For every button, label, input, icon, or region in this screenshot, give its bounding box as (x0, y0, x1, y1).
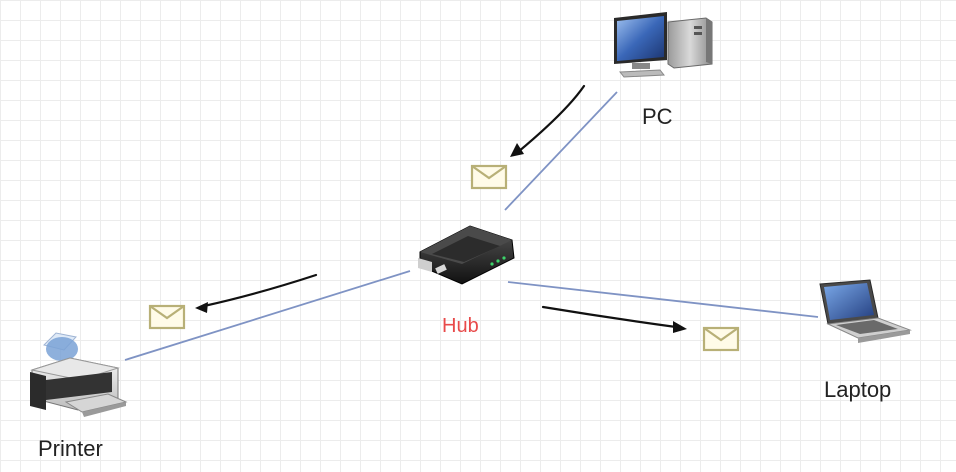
envelope-icon (702, 326, 740, 352)
envelope-icon (148, 304, 186, 330)
laptop-label: Laptop (824, 377, 892, 402)
arrow-pc-to-hub (510, 84, 586, 157)
printer-label: Printer (38, 436, 103, 461)
connection-lines (124, 91, 819, 361)
arrow-hub-to-printer (195, 273, 318, 313)
inkjet-printer-icon[interactable] (30, 332, 128, 417)
connection-hub-laptop (507, 281, 819, 318)
desktop-computer-icon[interactable] (614, 12, 713, 78)
direction-arrows (195, 84, 687, 333)
pc-label: PC (642, 104, 673, 129)
envelope-icon (470, 164, 508, 190)
hub-label: Hub (442, 315, 479, 337)
message-envelopes (148, 164, 740, 352)
connection-hub-printer (124, 270, 411, 361)
connection-pc-hub (504, 91, 618, 211)
network-hub-icon[interactable] (418, 225, 515, 285)
laptop-icon[interactable] (819, 279, 912, 343)
arrow-hub-to-laptop (541, 305, 687, 333)
